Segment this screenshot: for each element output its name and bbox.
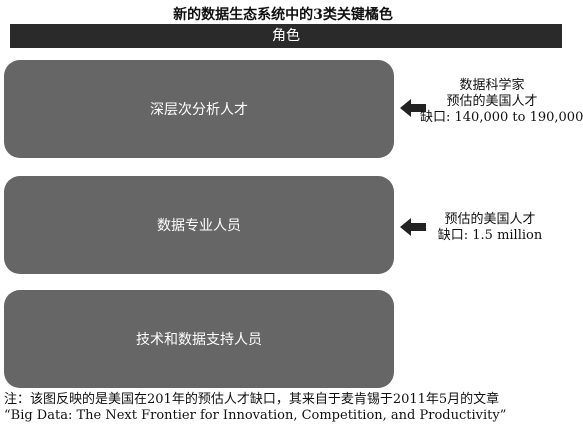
role-box-tech-data-support: 技术和数据支持人员 bbox=[4, 290, 394, 388]
roles-header-label: 角色 bbox=[272, 28, 300, 44]
info-line: 数据科学家 bbox=[459, 78, 525, 93]
arrow-left-icon bbox=[400, 99, 426, 117]
note-line-1: 注：该图反映的是美国在201年的预估人才缺口，其来自于麦肯锡于2011年5月的文… bbox=[4, 392, 500, 407]
info-block-data-scientists: 数据科学家 预估的美国人才 缺口: 140,000 to 190,000 bbox=[420, 78, 583, 126]
info-line: 缺口: 140,000 to 190,000 bbox=[420, 110, 583, 125]
arrow-left-icon bbox=[400, 218, 426, 236]
role-label: 深层次分析人才 bbox=[150, 102, 248, 118]
info-block-data-professionals: 预估的美国人才 缺口: 1.5 million bbox=[430, 212, 550, 244]
info-line: 缺口: 1.5 million bbox=[437, 228, 543, 243]
role-box-data-professionals: 数据专业人员 bbox=[4, 176, 394, 274]
note-line-2: “Big Data: The Next Frontier for Innovat… bbox=[4, 408, 507, 423]
diagram-title: 新的数据生态系统中的3类关键橘色 bbox=[173, 7, 393, 23]
source-note: 注：该图反映的是美国在201年的预估人才缺口，其来自于麦肯锡于2011年5月的文… bbox=[4, 392, 564, 424]
roles-header-bar: 角色 bbox=[10, 24, 562, 48]
info-line: 预估的美国人才 bbox=[444, 212, 536, 227]
info-line: 预估的美国人才 bbox=[446, 94, 538, 109]
role-label: 技术和数据支持人员 bbox=[136, 332, 262, 348]
role-box-deep-analytics: 深层次分析人才 bbox=[4, 60, 394, 158]
role-label: 数据专业人员 bbox=[157, 218, 241, 234]
